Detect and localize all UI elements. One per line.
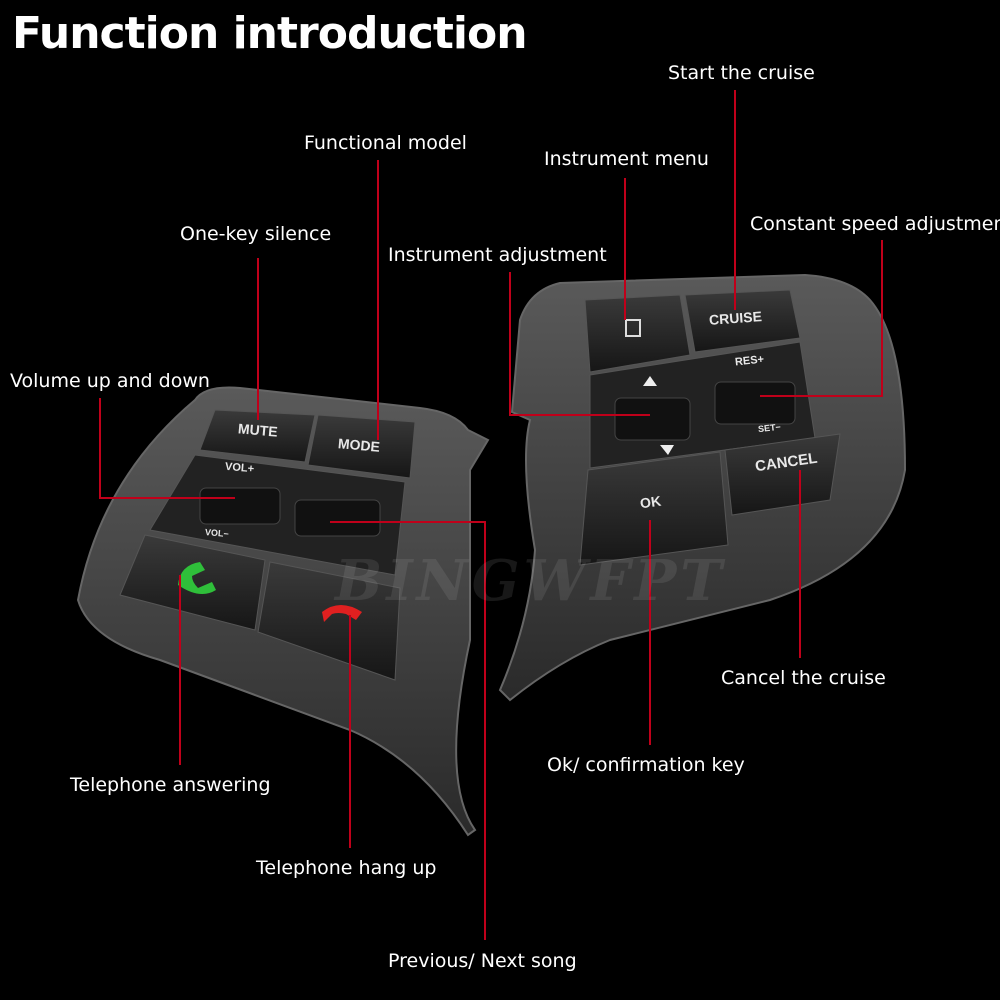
label-volume: Volume up and down <box>10 370 210 392</box>
line-prev-next <box>330 521 486 940</box>
label-tel-answer: Telephone answering <box>70 774 271 796</box>
label-constant-speed: Constant speed adjustment <box>750 213 1000 235</box>
label-instrument-menu: Instrument menu <box>544 148 709 170</box>
mute-key[interactable] <box>199 409 316 463</box>
label-prev-next: Previous/ Next song <box>388 950 577 972</box>
ok-key-label: OK <box>638 492 663 512</box>
ok-key[interactable] <box>579 451 729 566</box>
label-one-key-silence: One-key silence <box>180 223 332 245</box>
instrument-menu-key[interactable] <box>584 294 691 373</box>
mode-key[interactable] <box>307 414 416 479</box>
arrow-up-icon <box>643 376 657 386</box>
page-title: Function introduction <box>12 8 528 59</box>
watermark: BINGWFPT <box>335 548 726 614</box>
label-cancel-cruise: Cancel the cruise <box>721 667 886 689</box>
mute-key-label: MUTE <box>237 420 279 440</box>
callout-lines <box>99 90 883 940</box>
track-rocker[interactable] <box>294 499 381 537</box>
vol-plus-label: VOL+ <box>224 460 255 476</box>
menu-book-icon <box>625 319 641 337</box>
label-start-cruise: Start the cruise <box>668 62 815 84</box>
label-tel-hangup: Telephone hang up <box>256 857 437 879</box>
line-instrument-adjustment <box>509 272 650 416</box>
speed-rocker[interactable] <box>714 381 796 425</box>
label-functional-model: Functional model <box>304 132 467 154</box>
arrow-down-icon <box>660 445 674 455</box>
instrument-rocker[interactable] <box>614 397 691 441</box>
cancel-key[interactable] <box>724 433 841 516</box>
line-constant-speed <box>760 240 883 397</box>
vol-minus-label: VOL− <box>204 526 230 540</box>
line-volume <box>99 398 235 499</box>
label-instrument-adjustment: Instrument adjustment <box>388 244 607 266</box>
label-ok-key: Ok/ confirmation key <box>547 754 745 776</box>
phone-hangup-icon <box>322 605 362 622</box>
phone-answer-icon <box>178 562 216 594</box>
hangup-key[interactable] <box>257 561 401 681</box>
cruise-key[interactable] <box>684 289 801 353</box>
volume-rocker[interactable] <box>199 487 281 525</box>
